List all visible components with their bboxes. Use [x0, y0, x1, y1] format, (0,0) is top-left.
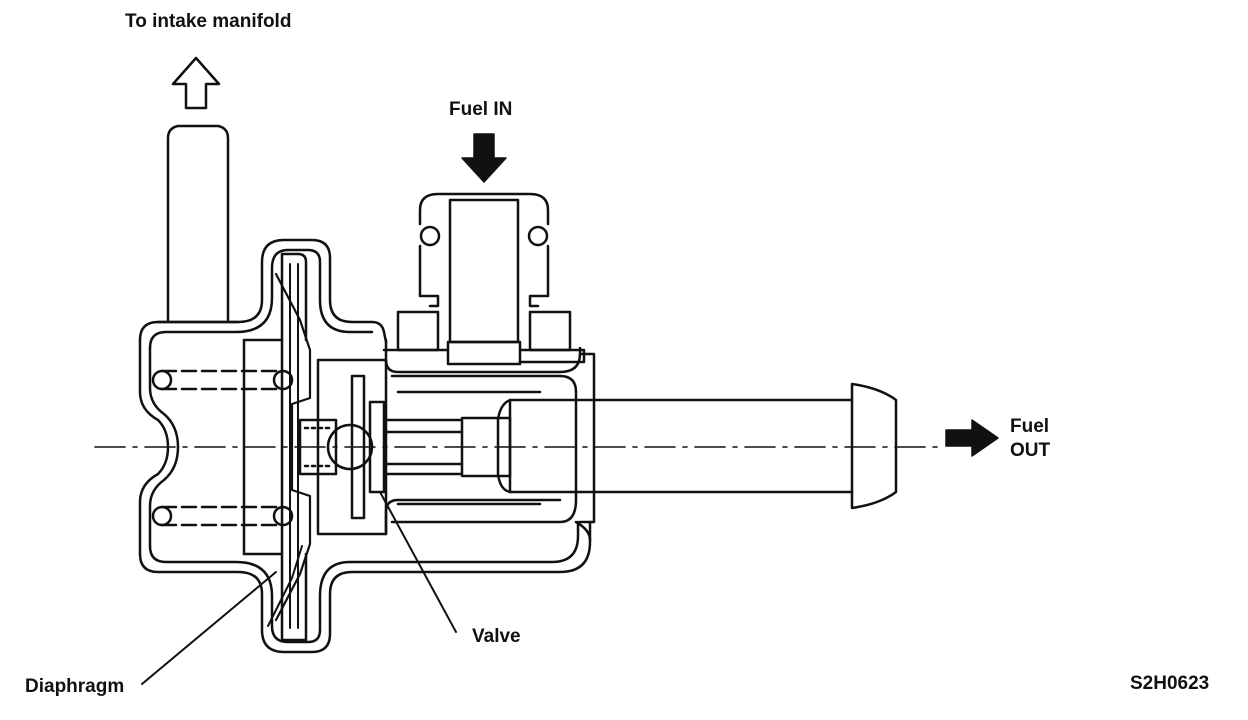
- diaphragm-label: Diaphragm: [25, 676, 125, 697]
- spring-chamber-housing: [138, 238, 592, 654]
- diaphragm-cup: [242, 252, 308, 642]
- figure-code: S2H0623: [1130, 673, 1210, 694]
- outlet-body: [384, 338, 596, 542]
- diaphragm-leader-line: [141, 571, 277, 685]
- intake-manifold-label: To intake manifold: [125, 11, 292, 32]
- fuel-out-label-line1: Fuel: [1010, 416, 1050, 437]
- fuel-in-arrow-icon: [461, 133, 507, 183]
- fuel-out-label-line2: OUT: [1010, 440, 1051, 461]
- valve-leader-line: [379, 491, 457, 633]
- spring-upper: [151, 369, 294, 391]
- intake-arrow-icon: [171, 56, 221, 110]
- ball-valve: [326, 423, 374, 471]
- inlet-fitting: [382, 192, 586, 366]
- fuel-out-arrow-icon: [945, 419, 999, 457]
- diaphragm: [274, 272, 312, 622]
- outlet-pipe: [382, 382, 898, 510]
- intake-nozzle: [156, 124, 240, 324]
- valve-label: Valve: [472, 626, 521, 647]
- fuel-in-label: Fuel IN: [449, 99, 513, 120]
- spring-lower: [151, 505, 294, 527]
